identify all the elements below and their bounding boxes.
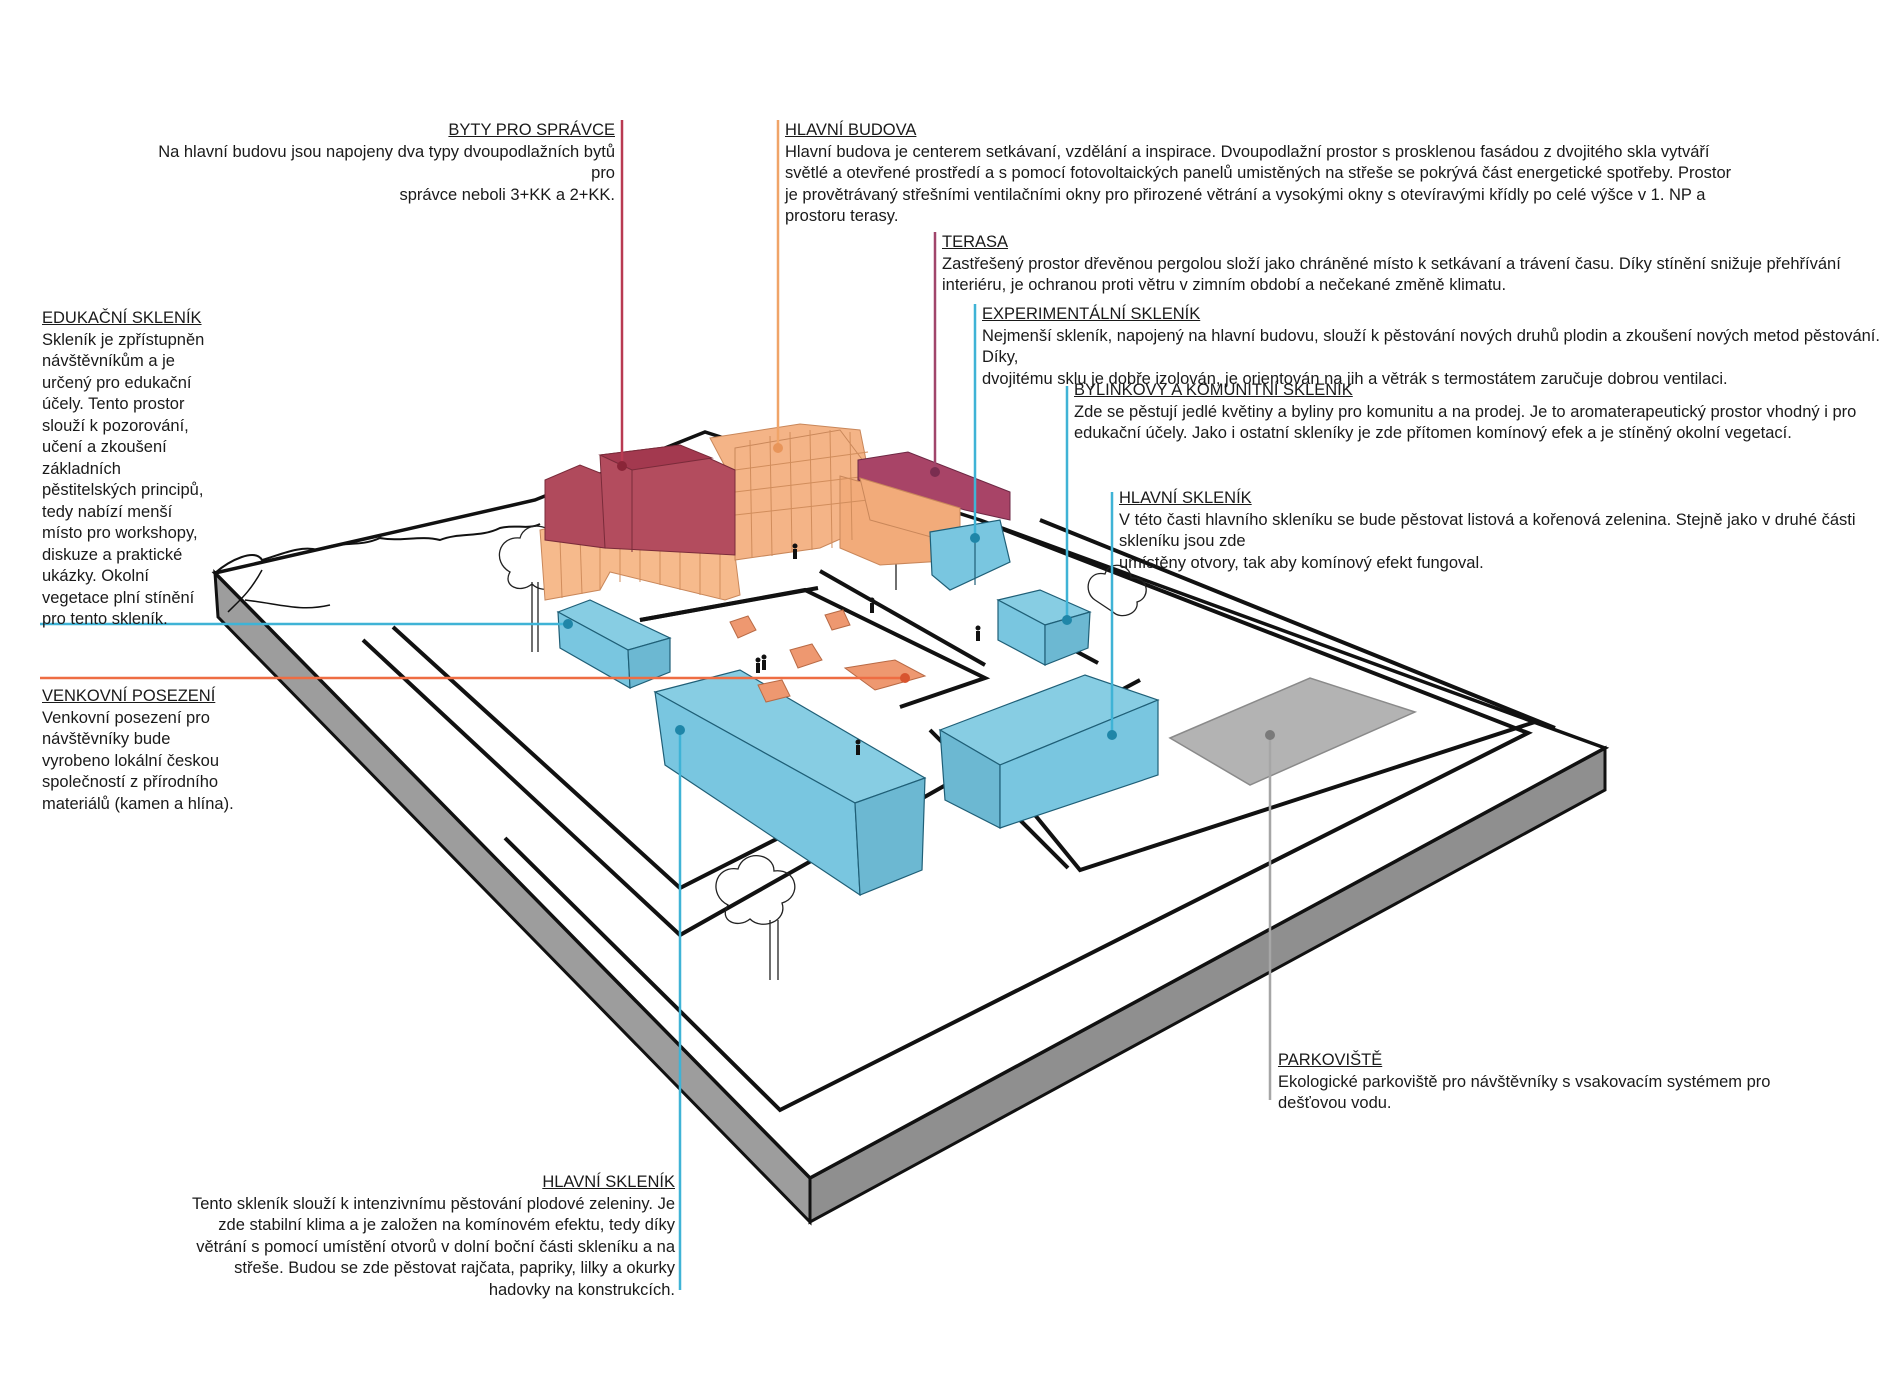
outdoor-seating xyxy=(729,609,927,703)
greenhouses xyxy=(556,519,1160,897)
seating-1 xyxy=(729,615,757,639)
callout-title: VENKOVNÍ POSEZENÍ xyxy=(42,687,216,705)
residence-left xyxy=(544,464,606,549)
gh-main-right-side xyxy=(999,699,1159,829)
callout-bylinkovy-sklenik: BYLINKOVÝ A KOMUNITNÍ SKLENÍK Zde se pěs… xyxy=(1074,380,1874,445)
callout-body: Venkovní posezení pro návštěvníky bude v… xyxy=(42,708,234,813)
seating-2 xyxy=(824,609,851,631)
leader-dots xyxy=(563,443,1275,740)
callout-body: Zde se pěstují jedlé květiny a byliny pr… xyxy=(1074,402,1857,443)
callout-body: Skleník je zpřístupněn návštěvníkům a je… xyxy=(42,330,205,629)
gh-educational-side xyxy=(627,637,671,689)
callout-title: BYLINKOVÝ A KOMUNITNÍ SKLENÍK xyxy=(1074,381,1353,399)
residence-block xyxy=(544,444,736,556)
callout-venkovni-posezeni: VENKOVNÍ POSEZENÍ Venkovní posezení pro … xyxy=(42,686,282,815)
callout-body: Hlavní budova je centerem setkávaní, vzd… xyxy=(785,142,1732,226)
inner-court-2 xyxy=(639,586,819,622)
callout-hlavni-sklenik-right: HLAVNÍ SKLENÍK V této časti hlavního skl… xyxy=(1119,488,1899,574)
seating-3 xyxy=(789,643,823,669)
callout-body: Ekologické parkoviště pro návštěvníky s … xyxy=(1278,1072,1771,1113)
callout-body: Zastřešený prostor dřevěnou pergolou slo… xyxy=(942,254,1841,295)
people xyxy=(755,543,981,755)
callout-title: TERASA xyxy=(942,233,1009,251)
seating-4 xyxy=(843,659,927,691)
leader-lines xyxy=(40,120,1272,1290)
callout-title: EXPERIMENTÁLNÍ SKLENÍK xyxy=(982,305,1201,323)
gh-herbal-side xyxy=(1044,611,1091,666)
callout-terasa: TERASA Zastřešený prostor dřevěnou pergo… xyxy=(942,232,1842,297)
facade-lines xyxy=(559,429,869,599)
callout-title: HLAVNÍ SKLENÍK xyxy=(1119,489,1252,507)
gh-main-left-side xyxy=(854,777,926,896)
callout-title: HLAVNÍ SKLENÍK xyxy=(542,1173,675,1191)
callout-title: HLAVNÍ BUDOVA xyxy=(785,121,917,139)
outer-road-right-2 xyxy=(1039,518,1556,730)
callout-body: Na hlavní budovu jsou napojeny dva typy … xyxy=(158,142,615,204)
terrace-roof xyxy=(857,451,1011,521)
gh-experimental xyxy=(929,519,1011,591)
callout-title: BYTY PRO SPRÁVCE xyxy=(448,121,615,139)
callout-hlavni-sklenik-bottom: HLAVNÍ SKLENÍK Tento skleník slouží k in… xyxy=(170,1172,675,1301)
inner-court-3 xyxy=(819,569,986,667)
terrace xyxy=(857,451,1011,546)
tree-front xyxy=(715,855,796,980)
callout-experimentalni-sklenik: EXPERIMENTÁLNÍ SKLENÍK Nejmenší skleník,… xyxy=(982,304,1882,390)
callout-hlavni-budova: HLAVNÍ BUDOVA Hlavní budova je centerem … xyxy=(785,120,1785,228)
parking-area xyxy=(1168,677,1418,786)
callout-parkoviste: PARKOVIŠTĚ Ekologické parkoviště pro náv… xyxy=(1278,1050,1878,1115)
callout-edukacni-sklenik: EDUKAČNÍ SKLENÍK Skleník je zpřístupněn … xyxy=(42,308,242,631)
seating-5 xyxy=(757,679,791,703)
callout-title: PARKOVIŠTĚ xyxy=(1278,1051,1383,1069)
callout-body: Nejmenší skleník, napojený na hlavní bud… xyxy=(982,326,1880,388)
callout-body: Tento skleník slouží k intenzivnímu pěst… xyxy=(191,1194,675,1299)
plate-back-edge xyxy=(214,523,541,574)
outer-road-right xyxy=(503,526,1533,1113)
callout-body: V této časti hlavního skleníku se bude p… xyxy=(1119,510,1856,572)
callout-title: EDUKAČNÍ SKLENÍK xyxy=(42,309,202,327)
callout-byty-pro-spravce: BYTY PRO SPRÁVCE Na hlavní budovu jsou n… xyxy=(150,120,615,206)
plate-back-edge-2 xyxy=(227,569,331,613)
